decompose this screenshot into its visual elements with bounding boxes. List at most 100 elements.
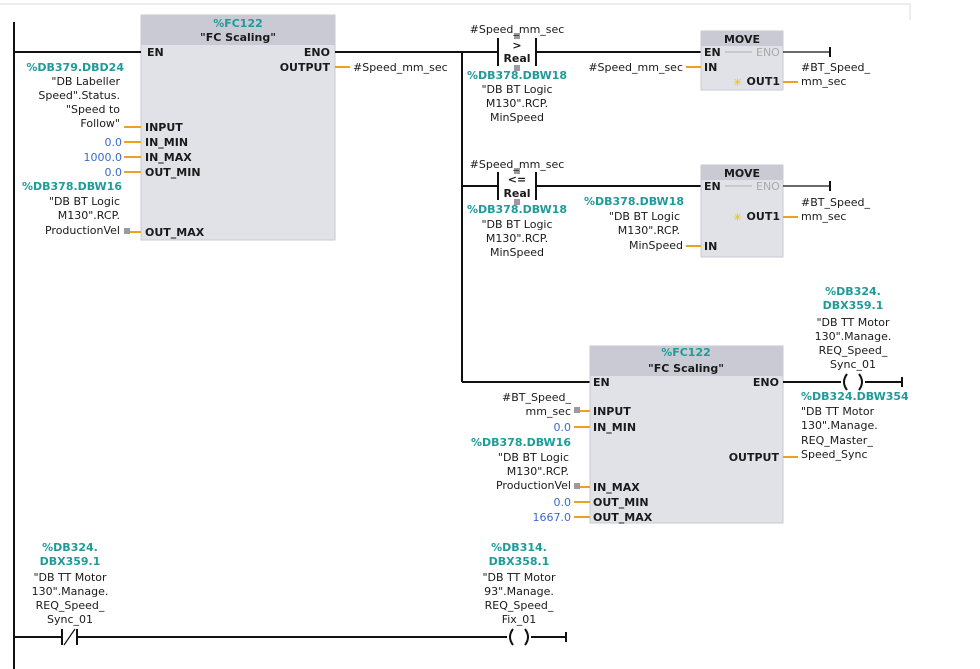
fc1-out-max-address[interactable]: %DB378.DBW16 [22,180,122,193]
cmp-gt-bottom-symbol-1: "DB BT Logic [481,83,552,96]
coil-sync-address-2: DBX359.1 [823,299,884,312]
contact-symbol-4: Sync_01 [47,613,93,626]
fc2-in-max-symbol-2: M130".RCP. [507,465,569,478]
fc-scaling-block-1[interactable]: %FC122 "FC Scaling" EN ENO OUTPUT INPUT … [140,14,336,241]
compare-greater-than[interactable]: > Real [497,38,537,66]
cmp-le-type: Real [503,187,530,200]
coil-speed-sync[interactable] [843,373,863,391]
cmp-le-operator: <= [508,173,526,186]
move2-title: MOVE [724,167,760,180]
pin-marker-icon [124,228,130,234]
move-block-1[interactable]: MOVE EN ENO IN OUT1 [700,30,784,91]
fc2-in-max-address[interactable]: %DB378.DBW16 [471,436,571,449]
cmp-le-bottom-symbol-1: "DB BT Logic [481,218,552,231]
fc2-input-variable-1[interactable]: #BT_Speed_ [502,391,571,404]
sparkle-icon: ✳ [733,211,742,224]
fc1-en-pin: EN [147,46,164,59]
fc2-input-pin: INPUT [593,405,631,418]
fc1-input-pin: INPUT [145,121,183,134]
coil-fix-symbol-1: "DB TT Motor [482,571,556,584]
fc1-out-min-value[interactable]: 0.0 [105,166,123,179]
fc1-in-min-value[interactable]: 0.0 [105,136,123,149]
fc1-output-pin: OUTPUT [280,61,331,74]
fc1-out-max-pin: OUT_MAX [145,226,205,239]
coil-sync-symbol-3: REQ_Speed_ [819,344,888,357]
coil-sync-symbol-1: "DB TT Motor [816,316,890,329]
fc2-output-symbol-3: REQ_Master_ [801,434,873,447]
fc-scaling-block-2[interactable]: %FC122 "FC Scaling" EN ENO INPUT IN_MIN … [589,345,784,524]
fc1-input-address[interactable]: %DB379.DBD24 [26,61,124,74]
pin-marker-icon [514,65,520,71]
fc2-out-min-pin: OUT_MIN [593,496,649,509]
fc1-in-min-pin: IN_MIN [145,136,188,149]
fc2-in-max-symbol-3: ProductionVel [496,479,571,492]
fc1-out-max-symbol-3: ProductionVel [45,224,120,237]
coil-sync-address-1[interactable]: %DB324. [825,285,881,298]
move-block-2[interactable]: MOVE EN ENO OUT1 IN [700,164,784,258]
fc2-output-symbol-1: "DB TT Motor [801,405,875,418]
move2-eno-pin: ENO [756,180,780,193]
move2-in-symbol-3: MinSpeed [629,239,683,252]
contact-address-1[interactable]: %DB324. [42,541,98,554]
fc1-out-max-symbol-2: M130".RCP. [58,209,120,222]
fc1-in-max-value[interactable]: 1000.0 [84,151,123,164]
move1-in-variable[interactable]: #Speed_mm_sec [588,61,683,74]
move1-out-pin: OUT1 [747,75,780,88]
contact-symbol-3: REQ_Speed_ [36,599,105,612]
cmp-le-bottom-symbol-2: M130".RCP. [486,232,548,245]
coil-speed-fix[interactable] [509,628,529,646]
cmp-gt-bottom-address[interactable]: %DB378.DBW18 [467,69,567,82]
fc1-out-max-symbol-1: "DB BT Logic [49,195,120,208]
fc2-input-variable-2: mm_sec [526,405,571,418]
fc2-in-max-pin: IN_MAX [593,481,640,494]
fc1-input-symbol-1: "DB Labeller [51,75,120,88]
fc1-out-min-pin: OUT_MIN [145,166,201,179]
fc2-out-min-value[interactable]: 0.0 [554,496,572,509]
move2-out-variable-1[interactable]: #BT_Speed_ [801,196,870,209]
coil-sync-symbol-4: Sync_01 [830,358,876,371]
move2-in-symbol-2: M130".RCP. [618,224,680,237]
move2-out-pin: OUT1 [747,210,780,223]
sparkle-icon: ✳ [733,76,742,89]
move1-out-variable-2: mm_sec [801,75,846,88]
fc1-input-symbol-2: Speed".Status. [38,89,120,102]
move2-out-variable-2: mm_sec [801,210,846,223]
cmp-gt-type: Real [503,52,530,65]
coil-fix-address-1[interactable]: %DB314. [491,541,547,554]
fc1-in-max-pin: IN_MAX [145,151,192,164]
move1-out-variable-1[interactable]: #BT_Speed_ [801,61,870,74]
cmp-gt-top-operand[interactable]: #Speed_mm_sec [470,23,565,36]
compare-less-equal[interactable]: <= Real [497,172,537,200]
move2-in-address[interactable]: %DB378.DBW18 [584,195,684,208]
fc2-output-symbol-2: 130".Manage. [801,419,878,432]
fc2-out-max-pin: OUT_MAX [593,511,653,524]
cmp-le-top-operand[interactable]: #Speed_mm_sec [470,158,565,171]
cmp-le-bottom-symbol-3: MinSpeed [490,246,544,259]
contact-normally-closed[interactable] [61,628,78,646]
move1-title: MOVE [724,33,760,46]
coil-fix-symbol-4: Fix_01 [502,613,537,626]
fc2-out-max-value[interactable]: 1667.0 [533,511,572,524]
cmp-gt-operator: > [512,39,521,52]
contact-address-2: DBX359.1 [40,555,101,568]
move1-in-pin: IN [704,61,717,74]
move2-en-pin: EN [704,180,721,193]
fc2-output-symbol-4: Speed_Sync [801,448,868,461]
fc1-input-symbol-4: Follow" [80,117,120,130]
fc2-output-address[interactable]: %DB324.DBW354 [801,390,909,403]
fc1-output-variable[interactable]: #Speed_mm_sec [353,61,448,74]
fc1-name: "FC Scaling" [200,31,276,44]
coil-fix-address-2: DBX358.1 [489,555,550,568]
fc2-in-min-pin: IN_MIN [593,421,636,434]
cmp-le-bottom-address[interactable]: %DB378.DBW18 [467,203,567,216]
fc1-address: %FC122 [213,17,263,30]
coil-fix-symbol-2: 93".Manage. [484,585,554,598]
fc1-eno-pin: ENO [304,46,330,59]
coil-sync-symbol-2: 130".Manage. [815,330,892,343]
cmp-gt-bottom-symbol-3: MinSpeed [490,111,544,124]
fc2-in-max-symbol-1: "DB BT Logic [498,451,569,464]
pin-marker-icon [574,407,580,413]
pin-marker-icon [514,33,520,39]
fc2-in-min-value[interactable]: 0.0 [554,421,572,434]
